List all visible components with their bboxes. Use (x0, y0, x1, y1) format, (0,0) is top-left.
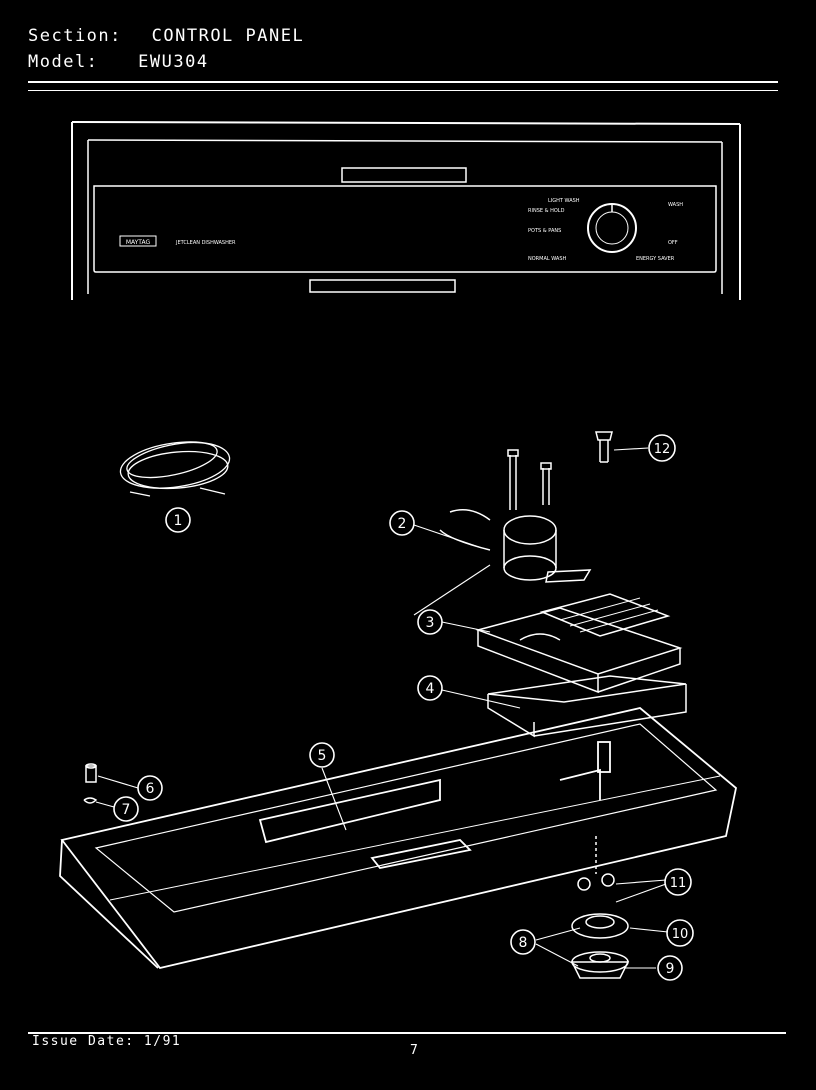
callout-5: 5 (309, 742, 335, 768)
callouts: 1 2 3 4 5 6 7 8 9 10 11 12 (113, 434, 694, 981)
timer-assembly (439, 509, 592, 583)
cycle-label-3: POTS & PANS (528, 228, 561, 234)
svg-text:4: 4 (426, 681, 435, 697)
issue-date: Issue Date: 1/91 (32, 1034, 182, 1049)
model-label: Model: (28, 52, 99, 72)
console-housing (59, 707, 737, 970)
wire-harness (119, 441, 231, 497)
svg-text:6: 6 (146, 781, 155, 797)
screw-part-12 (595, 431, 613, 463)
svg-text:7: 7 (122, 802, 131, 818)
cycle-label-4: NORMAL WASH (528, 256, 567, 262)
svg-text:9: 9 (666, 961, 675, 977)
dial-label-wash: WASH (668, 202, 683, 208)
model-header: Model: EWU304 (28, 52, 209, 72)
insulator-pad (487, 675, 687, 738)
header-rule-top (28, 81, 778, 83)
circuit-board-housing (475, 593, 683, 694)
footer-rule (28, 1032, 786, 1034)
callout-6: 6 (137, 775, 163, 801)
svg-text:1: 1 (174, 513, 183, 529)
callout-4: 4 (417, 675, 443, 701)
header-rule-bottom (28, 90, 778, 91)
callout-12: 12 (648, 434, 676, 462)
cycle-dial (587, 203, 637, 253)
svg-text:8: 8 (519, 935, 528, 951)
callout-2: 2 (389, 510, 415, 536)
section-header: Section: CONTROL PANEL (28, 26, 304, 46)
control-panel-front-view: MAYTAG JETCLEAN DISHWASHER LIGHT WASH RI… (71, 121, 741, 300)
callout-11: 11 (664, 868, 692, 896)
maytag-logo: MAYTAG (119, 235, 157, 247)
leader-lines (95, 447, 669, 969)
svg-text:10: 10 (672, 927, 689, 942)
callout-8: 8 (510, 929, 536, 955)
dial-label-energy-saver: ENERGY SAVER (636, 256, 675, 262)
svg-text:MAYTAG: MAYTAG (126, 239, 151, 246)
svg-text:3: 3 (426, 615, 435, 631)
dial-label-off: OFF (668, 240, 678, 246)
callout-7: 7 (113, 796, 139, 822)
knob-assembly (570, 836, 630, 979)
model-value: EWU304 (138, 52, 209, 72)
svg-text:5: 5 (318, 748, 327, 764)
svg-text:12: 12 (654, 442, 671, 457)
callout-1: 1 (165, 507, 191, 533)
callout-9: 9 (657, 955, 683, 981)
callout-3: 3 (417, 609, 443, 635)
section-value: CONTROL PANEL (151, 26, 305, 46)
callout-10: 10 (666, 919, 694, 947)
svg-text:2: 2 (398, 516, 407, 532)
cycle-label-2: RINSE & HOLD (528, 208, 565, 214)
page-number: 7 (410, 1043, 418, 1058)
svg-text:11: 11 (670, 876, 687, 891)
series-label: JETCLEAN DISHWASHER (175, 240, 236, 246)
timer-screws (507, 449, 552, 510)
section-label: Section: (28, 26, 122, 46)
fasteners-6-7 (83, 763, 98, 804)
cycle-label-1: LIGHT WASH (548, 198, 580, 204)
